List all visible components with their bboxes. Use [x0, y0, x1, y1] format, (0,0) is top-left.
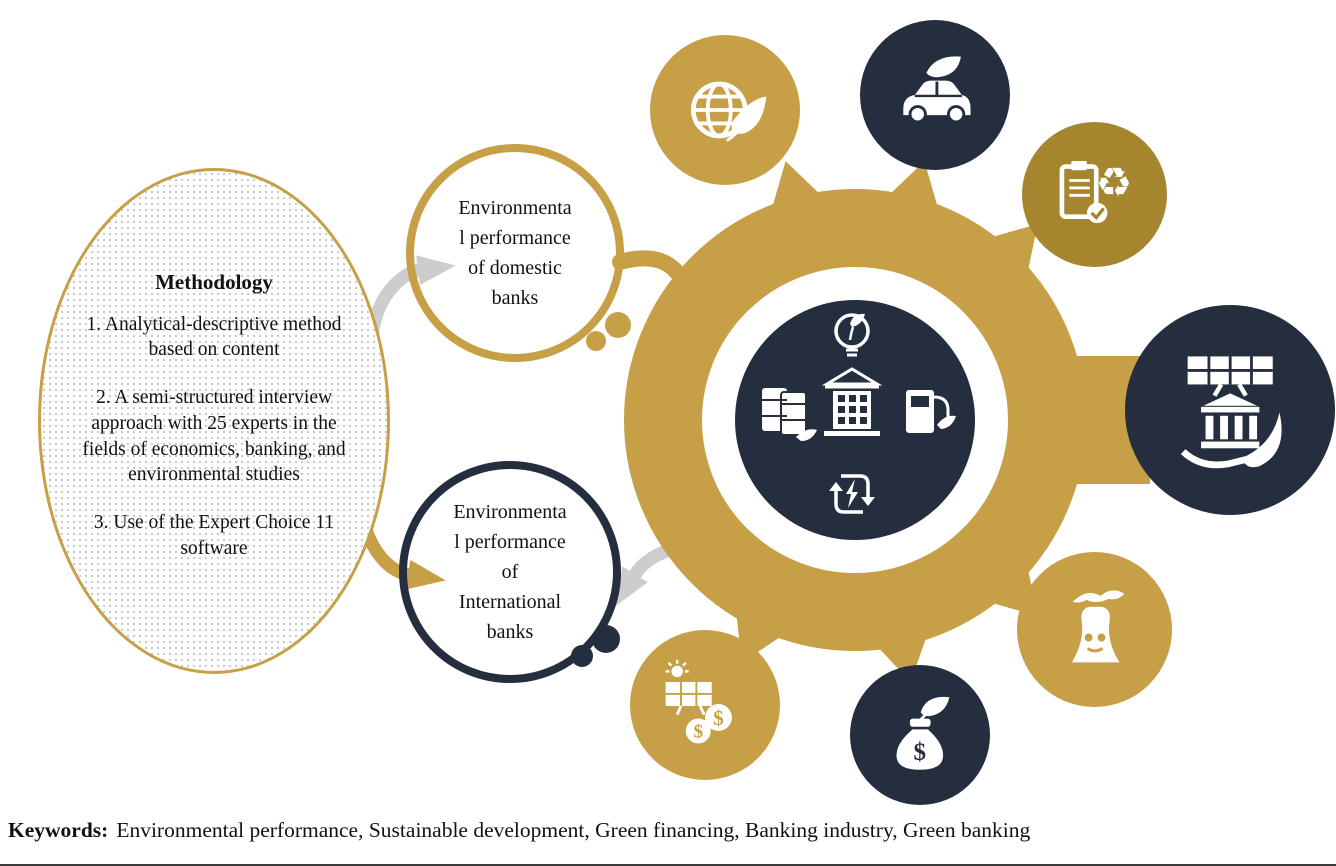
satellite-solar-bank-leaf [1125, 305, 1335, 515]
power-plant-icon [1071, 590, 1125, 663]
svg-text:$: $ [693, 722, 703, 743]
international-banks-label: Environmenta l performance of Internatio… [453, 501, 567, 643]
satellite-eco-car [860, 20, 1010, 170]
hub-arrow-up-right [879, 161, 942, 221]
satellite-power-plant [1017, 552, 1172, 707]
globe-leaf-icon [690, 81, 767, 142]
bank-building-icon [821, 367, 883, 436]
keywords-label: Keywords: [8, 818, 109, 842]
satellite-checklist-recycle: ♻ [1022, 122, 1167, 267]
oil-barrels-icon [762, 388, 817, 441]
domestic-banks-node: Environmenta l performance of domestic b… [406, 144, 624, 362]
domestic-banks-label: Environmenta l performance of domestic b… [458, 197, 572, 309]
hub-arrow-up-left [768, 161, 831, 221]
bottom-border [0, 864, 1336, 866]
svg-text:$: $ [914, 739, 927, 766]
green-fuel-icon [906, 390, 956, 433]
international-banks-node: Environmenta l performance of Internatio… [399, 461, 621, 683]
svg-text:$: $ [713, 706, 724, 730]
satellite-money-bag-leaf: $ [850, 665, 990, 805]
methodology-item-3: 3. Use of the Expert Choice 11 software [93, 511, 335, 559]
chain-dots-domestic [586, 312, 631, 351]
hub-arrow-right-up [978, 224, 1038, 285]
money-bag-leaf-icon: $ [896, 697, 950, 770]
methodology-ellipse: Methodology 1. Analytical-descriptive me… [38, 168, 390, 674]
solar-coins-icon: $ $ [665, 659, 732, 744]
methodology-item-2: 2. A semi-structured interview approach … [82, 387, 346, 486]
eco-bulb-icon [834, 313, 870, 357]
satellite-solar-coins: $ $ [630, 630, 780, 780]
methodology-item-1: 1. Analytical-descriptive method based o… [86, 313, 342, 361]
solar-bank-leaf-icon [1180, 356, 1282, 469]
keywords-text: Environmental performance, Sustainable d… [116, 818, 1031, 842]
energy-recycle-icon [829, 474, 875, 514]
hub-center-icons [762, 313, 956, 514]
hub-ring [624, 189, 1086, 651]
checklist-recycle-icon: ♻ [1059, 158, 1133, 224]
methodology-title: Methodology [155, 269, 273, 294]
eco-car-icon [903, 56, 971, 124]
svg-text:♻: ♻ [1096, 158, 1133, 206]
satellite-globe-leaf [650, 35, 800, 185]
keywords-line: Keywords: Environmental performance, Sust… [8, 818, 1030, 843]
